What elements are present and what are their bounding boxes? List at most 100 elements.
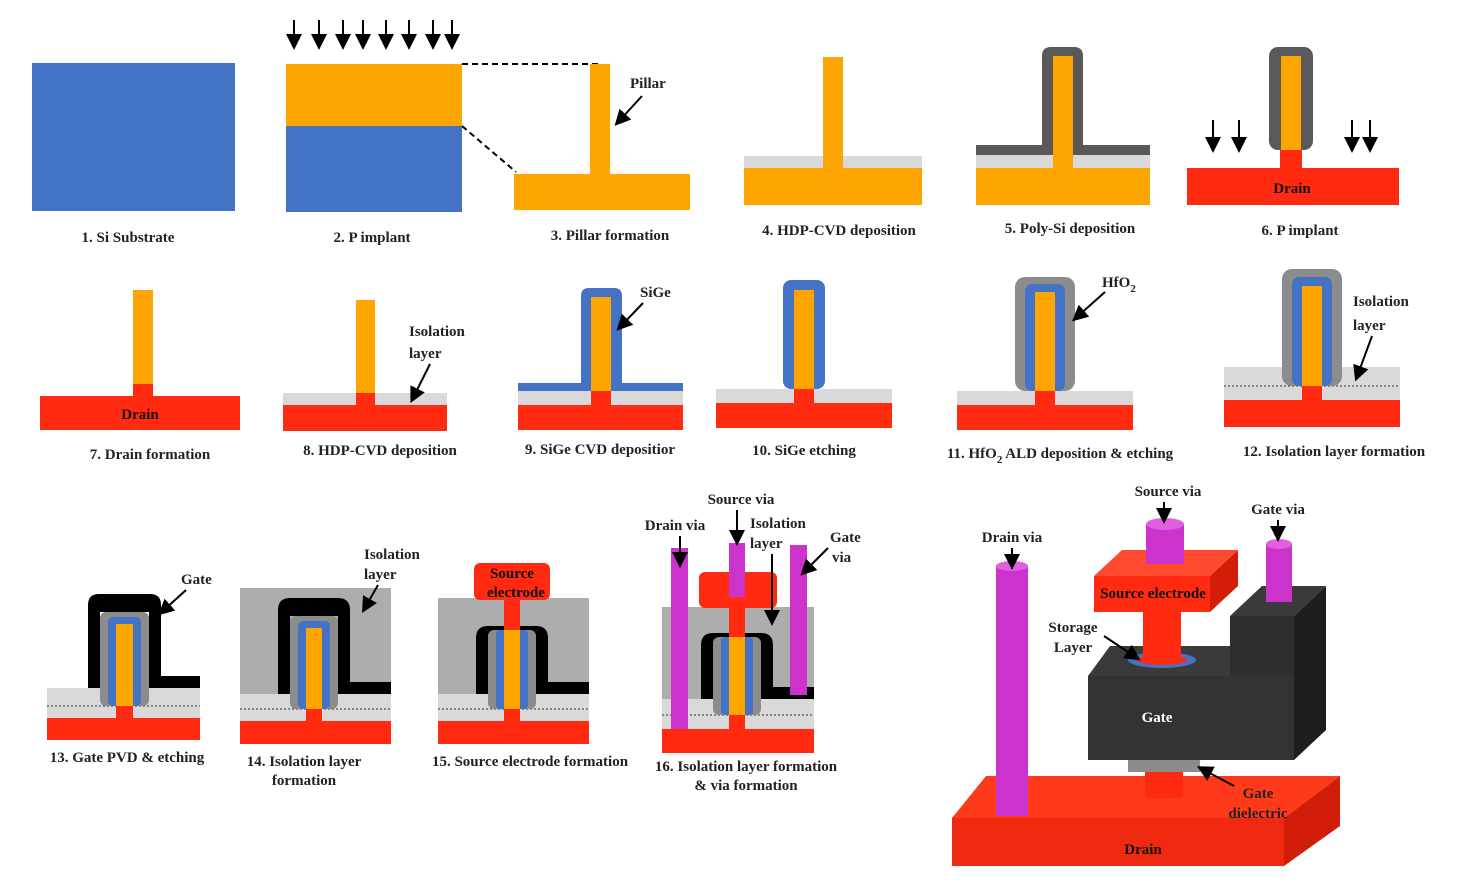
drain-base [716, 403, 892, 428]
isolation-label-2: layer [750, 536, 783, 552]
base [744, 168, 922, 205]
base [514, 174, 690, 210]
step-1-caption: 1. Si Substrate [82, 230, 175, 246]
gate-via-arrow [800, 547, 829, 576]
step-13-caption: 13. Gate PVD & etching [50, 750, 205, 766]
pillar [1035, 292, 1055, 391]
si-layer [286, 126, 462, 212]
source-electrode-right [1210, 550, 1238, 612]
gate-step-front [1230, 616, 1294, 676]
step-4: 4. HDP-CVD deposition [744, 57, 922, 239]
step-5: 5. Poly-Si deposition [976, 47, 1150, 237]
implant-arrows [286, 20, 460, 50]
step-2: 2. P implant [286, 20, 600, 246]
step-12: Isolation layer 12. Isolation layer form… [1224, 269, 1426, 460]
gate-dielectric-label-2: dielectric [1228, 806, 1287, 822]
gate-layer [278, 598, 391, 694]
step-10-caption: 10. SiGe etching [752, 443, 856, 459]
gate-layer [88, 594, 200, 688]
pillar [306, 628, 322, 709]
sige-label: SiGe [640, 285, 671, 301]
source-label-2: electrode [487, 585, 545, 601]
drain-neck [116, 706, 133, 718]
storage-label-1: Storage [1048, 620, 1097, 636]
isolation-label-1: Isolation [364, 547, 421, 563]
drain-via-label: Drain via [645, 518, 706, 534]
step-9-caption: 9. SiGe CVD depositior [525, 442, 675, 458]
p-doped-layer [286, 64, 462, 126]
pillar [590, 64, 610, 174]
source-electrode-label: Source electrode [1100, 586, 1206, 602]
gate-label: Gate [181, 572, 212, 588]
step-8-caption: 8. HDP-CVD deposition [303, 443, 457, 459]
step-7: Drain 7. Drain formation [40, 290, 240, 463]
drain-neck [1280, 150, 1302, 168]
step-9: SiGe 9. SiGe CVD depositior [518, 285, 683, 458]
gate-via-label: Gate via [1251, 502, 1305, 518]
isolation-arrow [362, 584, 379, 613]
step-16: Source via Drain via Isolation layer Gat… [645, 492, 861, 794]
pillar [504, 630, 520, 709]
isolation-label-2: layer [364, 567, 397, 583]
isolation-label-1: Isolation [1353, 294, 1410, 310]
pillar-arrow [614, 95, 643, 126]
base [976, 168, 1150, 205]
source-via [729, 543, 745, 597]
gate-arrow [158, 589, 187, 616]
drain-via-top [996, 561, 1028, 571]
pillar [591, 297, 611, 391]
hfo2-label: HfO2 [1102, 275, 1136, 295]
gate-right [1294, 586, 1326, 760]
step-15-caption: 15. Source electrode formation [432, 754, 629, 770]
drain-neck [591, 391, 611, 405]
gate-via [1266, 544, 1292, 602]
source-via [1146, 524, 1184, 564]
pillar [794, 290, 814, 389]
drain-neck [1302, 386, 1322, 400]
step-1: 1. Si Substrate [32, 63, 235, 246]
drain-base [957, 405, 1133, 430]
pillar [1053, 56, 1073, 168]
gate-via-top [1266, 539, 1292, 549]
step-4-caption: 4. HDP-CVD deposition [762, 223, 916, 239]
gate-via-label-1: Gate [830, 530, 861, 546]
source-label-1: Source [490, 566, 534, 582]
pillar [116, 624, 133, 706]
drain-neck [729, 715, 745, 729]
step-7-caption: 7. Drain formation [90, 447, 211, 463]
source-via-label: Source via [1135, 484, 1202, 500]
pillar [356, 300, 375, 393]
step-11: HfO2 11. HfO2 ALD deposition & etching [947, 275, 1174, 466]
drain-neck [133, 384, 153, 396]
drain-label: Drain [121, 407, 159, 423]
storage-arrow [1103, 635, 1141, 661]
source-stem [504, 598, 520, 630]
isolation-label-1: Isolation [750, 516, 807, 532]
drain-neck [306, 709, 322, 721]
isolation-arrow [1353, 335, 1373, 382]
pillar [1302, 286, 1322, 386]
step-10: 10. SiGe etching [716, 280, 892, 459]
isolation-label-2: layer [1353, 318, 1386, 334]
hfo2-arrow [1072, 291, 1106, 322]
sige-arrow [616, 302, 644, 331]
storage-label-2: Layer [1054, 640, 1093, 656]
drain-base [240, 721, 391, 744]
drain-via [996, 566, 1028, 816]
implant-arrows [1205, 120, 1378, 153]
isolation-label-1: Isolation [409, 324, 466, 340]
drain-neck [794, 389, 814, 403]
step-3: Pillar 3. Pillar formation [514, 64, 690, 244]
gate-dielectric-arrow [1196, 766, 1235, 787]
drain-label: Drain [1124, 842, 1162, 858]
gate-front [1088, 676, 1294, 760]
step-2-caption: 2. P implant [333, 230, 410, 246]
drain-neck [356, 393, 375, 405]
source-via-label: Source via [708, 492, 775, 508]
drain-base [47, 718, 200, 740]
gate-via-label-2: via [832, 550, 852, 566]
drain-pillar [1145, 770, 1183, 798]
gate-dielectric-label-1: Gate [1243, 786, 1274, 802]
drain-base [662, 729, 814, 753]
drain-via [671, 548, 688, 729]
